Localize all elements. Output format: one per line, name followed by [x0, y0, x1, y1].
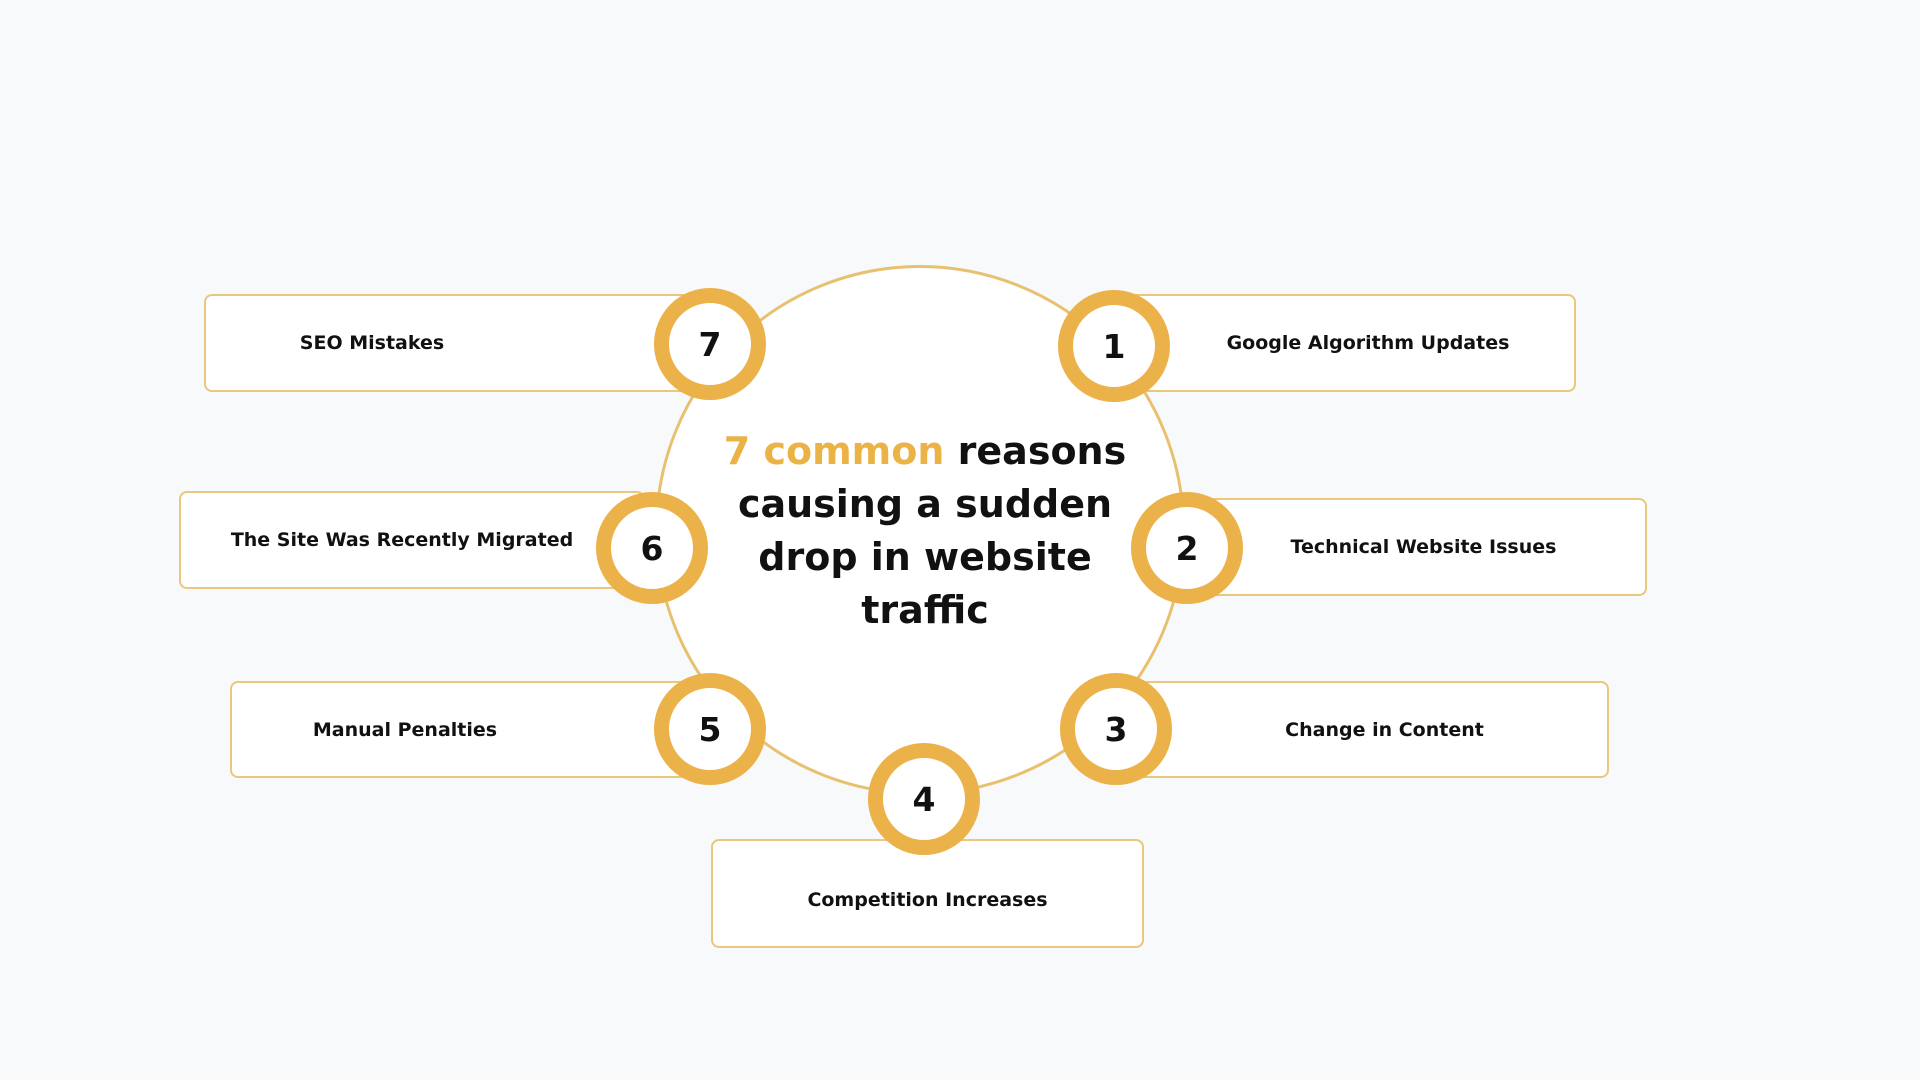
reason-box-5: Manual Penalties: [230, 681, 700, 778]
number-badge-6: 6: [596, 492, 708, 604]
number-badge-4: 4: [868, 743, 980, 855]
reason-label-6: The Site Was Recently Migrated: [230, 529, 574, 551]
reason-label-5: Manual Penalties: [312, 718, 498, 741]
reason-label-1: Google Algorithm Updates: [1226, 332, 1510, 354]
title-rest: reasons causing a sudden drop in website…: [737, 429, 1127, 632]
reason-box-1: Google Algorithm Updates: [1110, 294, 1576, 392]
reason-box-6: The Site Was Recently Migrated: [179, 491, 645, 589]
reason-box-4: Competition Increases: [711, 839, 1144, 948]
number-badge-3: 3: [1060, 673, 1172, 785]
title-accent: 7 common: [723, 429, 945, 473]
reason-box-3: Change in Content: [1110, 681, 1609, 778]
number-badge-2: 2: [1131, 492, 1243, 604]
number-badge-7: 7: [654, 288, 766, 400]
diagram-title: 7 common reasons causing a sudden drop i…: [700, 425, 1150, 637]
number-badge-1: 1: [1058, 290, 1170, 402]
reason-label-2: Technical Website Issues: [1290, 536, 1557, 558]
reason-box-2: Technical Website Issues: [1180, 498, 1647, 596]
reason-label-7: SEO Mistakes: [299, 332, 445, 354]
number-badge-5: 5: [654, 673, 766, 785]
reason-label-3: Change in Content: [1285, 718, 1484, 741]
reason-label-4: Competition Increases: [807, 888, 1048, 911]
reason-box-7: SEO Mistakes: [204, 294, 700, 392]
